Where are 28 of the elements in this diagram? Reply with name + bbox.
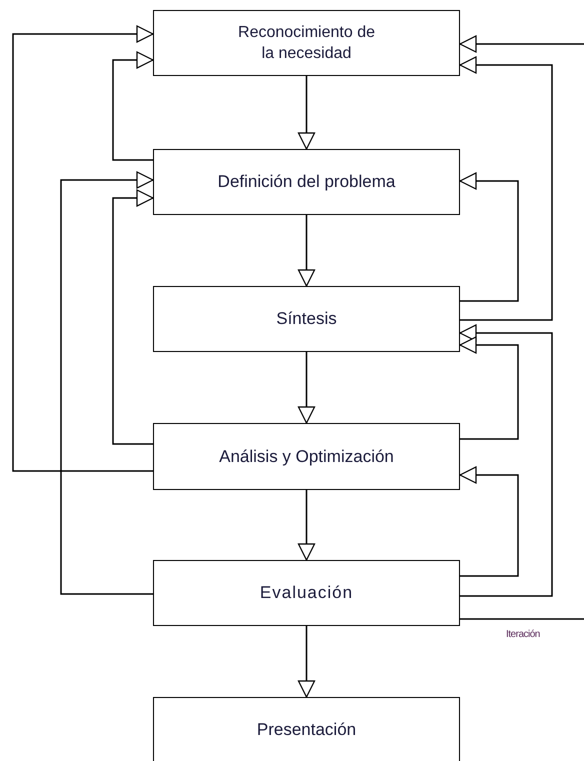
process-box xyxy=(153,560,460,626)
box-label: Definición del problema xyxy=(218,171,396,194)
arrow xyxy=(112,51,154,161)
process-box xyxy=(153,10,460,76)
arrow xyxy=(459,172,519,302)
arrow xyxy=(112,189,154,445)
arrow xyxy=(60,171,154,595)
box-label: Análisis y Optimización xyxy=(219,446,394,468)
arrow xyxy=(298,490,316,561)
arrow xyxy=(298,352,316,424)
box-label: Presentación xyxy=(256,719,356,742)
process-box xyxy=(153,149,460,215)
box-label: Síntesis xyxy=(276,308,337,330)
arrow xyxy=(298,215,316,287)
edge-label: Iteración xyxy=(506,630,540,640)
box-label: Evaluación xyxy=(260,582,354,604)
box-label: Reconocimiento de la necesidad xyxy=(237,23,376,64)
arrow xyxy=(12,25,154,472)
process-box xyxy=(153,286,460,352)
arrow xyxy=(459,466,519,577)
arrow xyxy=(298,76,316,150)
arrow xyxy=(459,56,553,321)
arrow xyxy=(459,324,553,597)
process-box xyxy=(153,423,460,490)
arrow xyxy=(298,626,316,698)
process-box xyxy=(153,697,460,761)
arrow xyxy=(459,336,519,440)
arrow xyxy=(459,35,584,53)
